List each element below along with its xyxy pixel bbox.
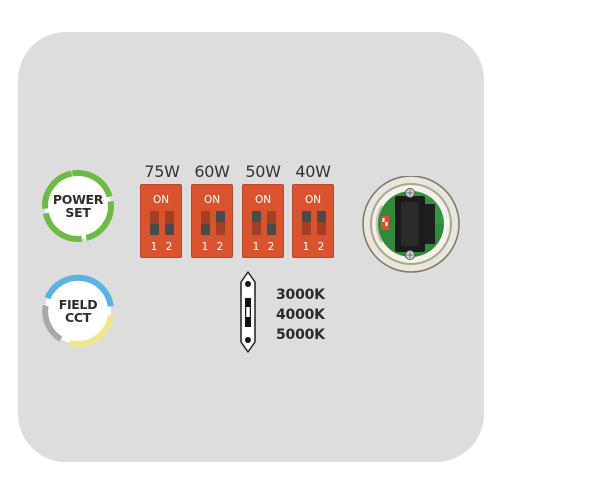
dip-slot[interactable] xyxy=(150,211,159,235)
dip-switch-40w[interactable]: ON 1 2 xyxy=(292,184,334,258)
dip-switch-50w[interactable]: ON 1 2 xyxy=(242,184,284,258)
dip-knob[interactable] xyxy=(252,211,261,222)
power-set-line2: SET xyxy=(65,205,91,220)
dip-knob[interactable] xyxy=(201,224,210,235)
dip-on-label: ON xyxy=(304,194,322,206)
dip-slot[interactable] xyxy=(201,211,210,235)
cct-option-4000k: 4000K xyxy=(276,307,325,323)
dip-num-2: 2 xyxy=(267,241,275,253)
dip-slot[interactable] xyxy=(317,211,326,235)
wattage-label-75w: 75W xyxy=(144,162,180,181)
power-set-line1: POWER xyxy=(52,192,104,207)
dip-num-1: 1 xyxy=(201,241,209,253)
cct-options-list: 3000K 4000K 5000K xyxy=(276,285,325,345)
dip-num-2: 2 xyxy=(317,241,325,253)
dip-knob[interactable] xyxy=(267,224,276,235)
wattage-label-40w: 40W xyxy=(295,162,331,181)
access-port-icon xyxy=(362,175,460,273)
dip-switch-75w[interactable]: ON 1 2 xyxy=(140,184,182,258)
dip-slot[interactable] xyxy=(216,211,225,235)
dip-knob[interactable] xyxy=(165,224,174,235)
dip-knob[interactable] xyxy=(216,211,225,222)
cct-option-3000k: 3000K xyxy=(276,287,325,303)
fixture-access-port xyxy=(361,175,461,276)
dip-num-1: 1 xyxy=(302,241,310,253)
cct-slide-switch[interactable] xyxy=(233,270,263,354)
cct-option-5000k: 5000K xyxy=(276,327,325,343)
dip-knob[interactable] xyxy=(302,211,311,222)
dip-slot[interactable] xyxy=(165,211,174,235)
dip-num-2: 2 xyxy=(165,241,173,253)
dip-slot[interactable] xyxy=(252,211,261,235)
wattage-label-60w: 60W xyxy=(194,162,230,181)
cct-switch-icon xyxy=(240,271,256,353)
dip-slot[interactable] xyxy=(302,211,311,235)
dip-num-1: 1 xyxy=(252,241,260,253)
dip-on-label: ON xyxy=(254,194,272,206)
field-cct-ring-icon xyxy=(42,274,114,348)
dip-knob[interactable] xyxy=(150,224,159,235)
dip-on-label: ON xyxy=(152,194,170,206)
dip-num-1: 1 xyxy=(150,241,158,253)
power-set-badge: POWER SET xyxy=(39,167,117,245)
power-set-ring-icon xyxy=(42,170,114,242)
wattage-label-50w: 50W xyxy=(245,162,281,181)
dip-on-label: ON xyxy=(203,194,221,206)
field-cct-badge: FIELD CCT xyxy=(39,272,117,350)
dip-knob[interactable] xyxy=(317,211,326,222)
field-cct-line1: FIELD xyxy=(58,297,98,312)
dip-num-2: 2 xyxy=(216,241,224,253)
dip-switch-60w[interactable]: ON 1 2 xyxy=(191,184,233,258)
field-cct-line2: CCT xyxy=(65,310,91,325)
dip-slot[interactable] xyxy=(267,211,276,235)
